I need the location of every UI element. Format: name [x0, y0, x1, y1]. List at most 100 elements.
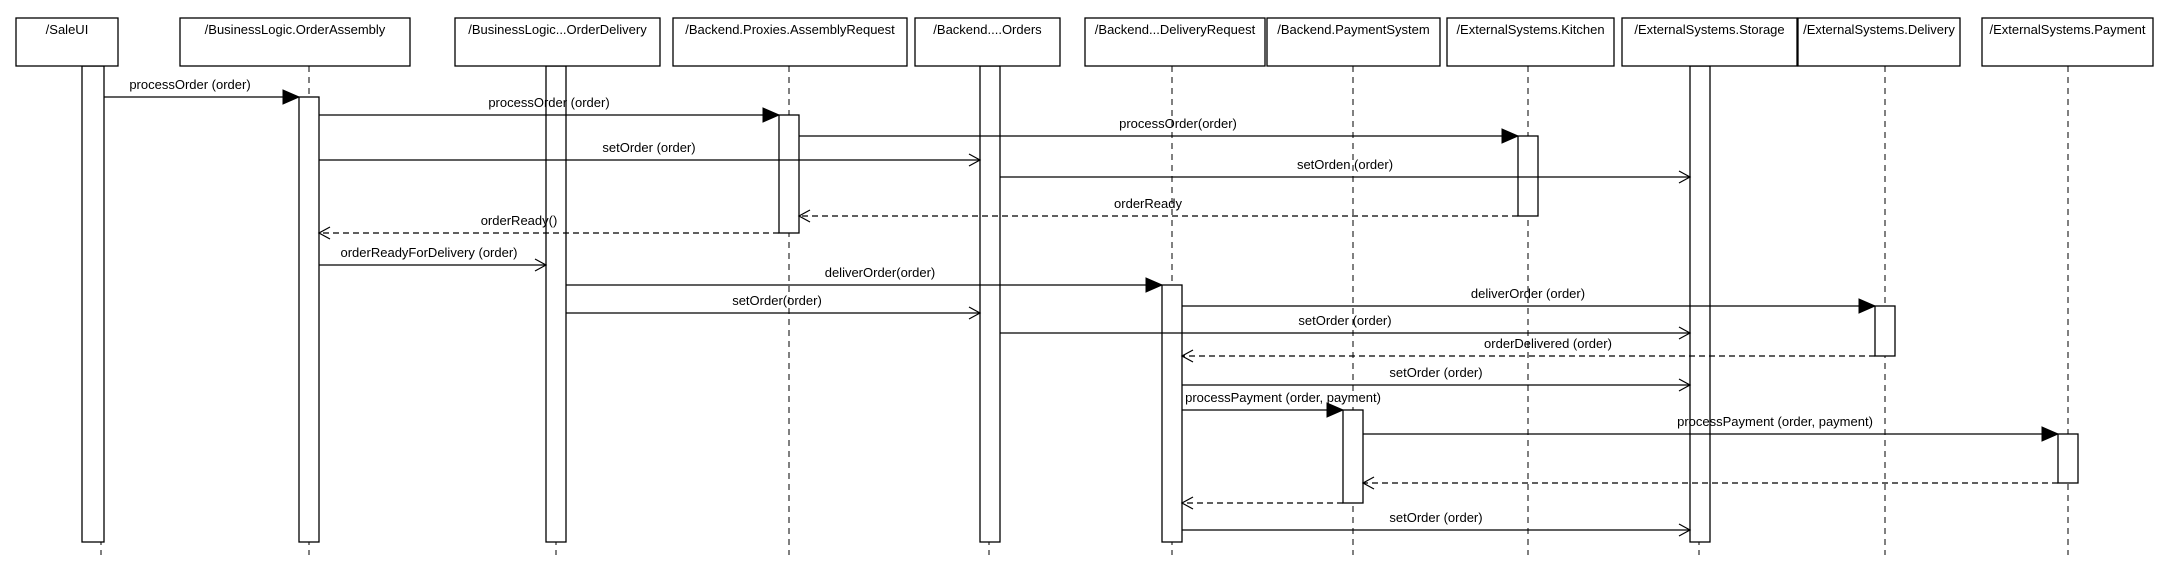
message-18: setOrder (order) — [1182, 510, 1692, 537]
participant-p2: /BusinessLogic...OrderDelivery — [454, 17, 661, 67]
arrow-head-icon — [282, 89, 301, 105]
message-label: deliverOrder(order) — [825, 265, 936, 280]
message-8: deliverOrder(order) — [566, 265, 1164, 293]
participant-boxes-layer: /SaleUI/BusinessLogic.OrderAssembly/Busi… — [15, 17, 2154, 67]
participant-label: /ExternalSystems.Storage — [1634, 22, 1784, 37]
participant-box — [1797, 17, 1961, 67]
message-9: deliverOrder (order) — [1182, 286, 1877, 314]
participant-p1: /BusinessLogic.OrderAssembly — [179, 17, 411, 67]
participant-label: /ExternalSystems.Kitchen — [1456, 22, 1604, 37]
message-5: orderReady — [797, 196, 1518, 223]
message-label: setOrder (order) — [602, 140, 695, 155]
arrow-head-icon — [1678, 326, 1692, 340]
arrow-head-icon — [1678, 523, 1692, 537]
participant-box — [1084, 17, 1266, 67]
participant-box — [1621, 17, 1798, 67]
message-label: setOrden (order) — [1297, 157, 1393, 172]
message-1: processOrder (order) — [319, 95, 781, 123]
arrow-head-icon — [317, 226, 331, 240]
activation-bar-p4 — [979, 65, 1001, 543]
message-17 — [1180, 496, 1343, 510]
message-6: orderReady() — [317, 213, 779, 240]
message-7: orderReadyForDelivery (order) — [319, 245, 548, 272]
message-16 — [1361, 476, 2058, 490]
participant-p5: /Backend...DeliveryRequest — [1084, 17, 1266, 67]
activations-layer — [81, 65, 2079, 543]
participant-box — [672, 17, 908, 67]
message-11: setOrder (order) — [1000, 313, 1692, 340]
message-label: processPayment (order, payment) — [1185, 390, 1381, 405]
participant-box — [1266, 17, 1441, 67]
participant-box — [914, 17, 1061, 67]
messages-layer: processOrder (order) processOrder (order)… — [104, 77, 2060, 537]
message-label: setOrder (order) — [1298, 313, 1391, 328]
arrow-head-icon — [968, 153, 982, 167]
arrow-head-icon — [1678, 170, 1692, 184]
arrow-head-icon — [534, 258, 548, 272]
participant-p7: /ExternalSystems.Kitchen — [1446, 17, 1615, 67]
arrow-head-icon — [1361, 476, 1375, 490]
message-label: processPayment (order, payment) — [1677, 414, 1873, 429]
activation-bar-p10 — [2057, 433, 2079, 484]
message-2: processOrder(order) — [799, 116, 1520, 144]
activation-bar-p9 — [1874, 305, 1896, 357]
arrow-head-icon — [1501, 128, 1520, 144]
arrow-head-icon — [1180, 496, 1194, 510]
arrow-head-icon — [762, 107, 781, 123]
participant-p9: /ExternalSystems.Delivery — [1797, 17, 1961, 67]
message-label: orderReady() — [481, 213, 558, 228]
participant-p4: /Backend....Orders — [914, 17, 1061, 67]
participant-p0: /SaleUI — [15, 17, 119, 67]
activation-bar-p2 — [545, 65, 567, 543]
arrow-head-icon — [1145, 277, 1164, 293]
message-15: processPayment (order, payment) — [1363, 414, 2060, 442]
arrow-head-icon — [968, 306, 982, 320]
participant-label: /Backend.PaymentSystem — [1277, 22, 1429, 37]
activation-bar-p7 — [1517, 135, 1539, 217]
message-4: setOrden (order) — [1000, 157, 1692, 184]
activation-bar-p3 — [778, 114, 800, 234]
participant-label: /Backend.Proxies.AssemblyRequest — [685, 22, 895, 37]
message-0: processOrder (order) — [104, 77, 301, 105]
message-3: setOrder (order) — [319, 140, 982, 167]
activation-bar-p0 — [81, 65, 105, 543]
participant-label: /BusinessLogic.OrderAssembly — [205, 22, 386, 37]
arrow-head-icon — [2041, 426, 2060, 442]
participant-label: /Backend...DeliveryRequest — [1095, 22, 1256, 37]
participant-label: /ExternalSystems.Payment — [1989, 22, 2145, 37]
participant-p10: /ExternalSystems.Payment — [1981, 17, 2154, 67]
message-label: orderReady — [1114, 196, 1182, 211]
message-label: deliverOrder (order) — [1471, 286, 1585, 301]
participant-label: /SaleUI — [46, 22, 89, 37]
message-label: setOrder (order) — [1389, 510, 1482, 525]
arrow-head-icon — [1326, 402, 1345, 418]
message-label: orderReadyForDelivery (order) — [341, 245, 518, 260]
participant-box — [179, 17, 411, 67]
activation-bar-p6 — [1342, 409, 1364, 504]
participant-p6: /Backend.PaymentSystem — [1266, 17, 1441, 67]
message-14: processPayment (order, payment) — [1182, 390, 1381, 418]
arrow-head-icon — [1678, 378, 1692, 392]
arrow-head-icon — [1858, 298, 1877, 314]
arrow-head-icon — [1180, 349, 1194, 363]
participant-p8: /ExternalSystems.Storage — [1621, 17, 1798, 67]
message-label: processOrder (order) — [129, 77, 250, 92]
activation-bar-p5 — [1161, 284, 1183, 543]
arrow-head-icon — [797, 209, 811, 223]
lifelines-layer — [100, 66, 2069, 555]
participant-box — [1446, 17, 1615, 67]
message-12: orderDelivered (order) — [1180, 336, 1875, 363]
message-label: processOrder (order) — [488, 95, 609, 110]
activation-bar-p8 — [1689, 65, 1711, 543]
participant-box — [454, 17, 661, 67]
participant-box — [15, 17, 119, 67]
message-label: orderDelivered (order) — [1484, 336, 1612, 351]
participant-label: /ExternalSystems.Delivery — [1803, 22, 1955, 37]
participant-p3: /Backend.Proxies.AssemblyRequest — [672, 17, 908, 67]
message-label: processOrder(order) — [1119, 116, 1237, 131]
message-10: setOrder(order) — [566, 293, 982, 320]
message-13: setOrder (order) — [1182, 365, 1692, 392]
participant-label: /BusinessLogic...OrderDelivery — [468, 22, 647, 37]
participant-box — [1981, 17, 2154, 67]
